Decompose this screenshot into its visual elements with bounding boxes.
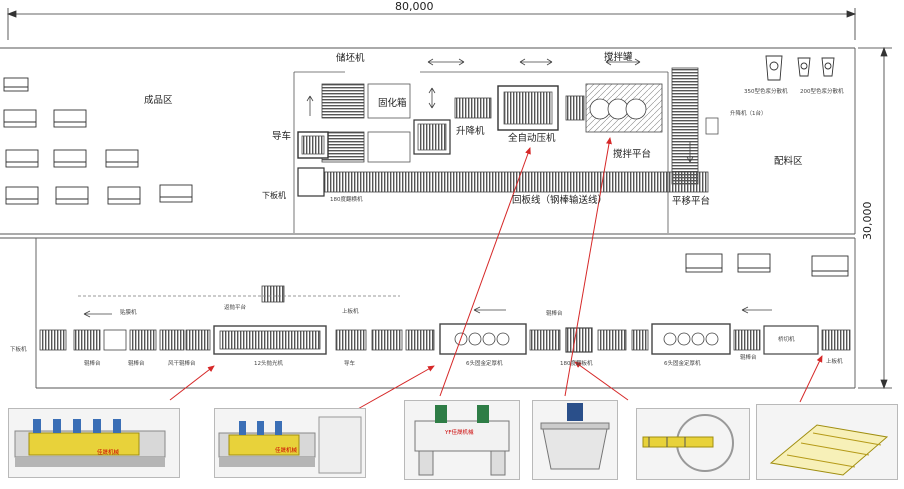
truck-icon bbox=[5, 186, 39, 205]
label-flip-180: 180度翻板机 bbox=[560, 361, 593, 367]
lower-hall bbox=[0, 237, 856, 389]
photo-brand-3: YF佳晟机械 bbox=[445, 430, 474, 436]
label-batching-area: 配料区 bbox=[774, 156, 803, 167]
label-mixing-tank: 搅拌罐 bbox=[604, 52, 633, 63]
dimension-height-label: 30,000 bbox=[861, 201, 874, 241]
red-pointer-arrows bbox=[169, 137, 823, 411]
truck-icon bbox=[5, 149, 39, 168]
label-dry-roller: 风干辊棒台 bbox=[168, 361, 196, 367]
label-disperser-200: 200型色浆分散机 bbox=[800, 89, 844, 95]
truck-icon bbox=[53, 109, 87, 128]
disperser-350-icon bbox=[765, 55, 783, 81]
truck-icon bbox=[159, 184, 193, 203]
label-calib-6b: 6头固金定厚机 bbox=[664, 361, 701, 367]
truck-icon bbox=[3, 77, 29, 92]
label-roller-1: 辊棒台 bbox=[84, 361, 101, 367]
finished-goods-trucks bbox=[3, 77, 193, 205]
label-storage-machine: 储坯机 bbox=[336, 53, 365, 64]
label-return-line: 回板线（钢棒输送线） bbox=[512, 195, 608, 206]
truck-icon bbox=[105, 149, 139, 168]
flow-arrow-icon bbox=[78, 295, 772, 318]
label-roller-4: 辊棒台 bbox=[740, 355, 757, 361]
truck-icon bbox=[53, 149, 87, 168]
label-load-board: 上板机 bbox=[342, 309, 359, 315]
dimension-width-label: 80,000 bbox=[395, 0, 434, 13]
label-guide-car: 导车 bbox=[272, 131, 292, 142]
dimension-height bbox=[858, 46, 892, 390]
label-shift-platform: 平移平台 bbox=[672, 196, 711, 207]
photo-polishing-machine: 佳晟机械 bbox=[8, 408, 180, 478]
label-load-right: 上板机 bbox=[826, 359, 843, 365]
label-polish-12: 12头抛光机 bbox=[254, 361, 283, 367]
label-auto-press: 全自动压机 bbox=[508, 133, 556, 144]
truck-icon bbox=[3, 109, 37, 128]
upper-hall bbox=[0, 47, 856, 235]
truck-icon bbox=[107, 186, 141, 205]
truck-icon bbox=[55, 186, 89, 205]
label-lift-1: 升降机（1台） bbox=[730, 111, 767, 117]
return-line-conveyor bbox=[297, 171, 709, 193]
label-guide-car-2: 导车 bbox=[344, 361, 356, 367]
label-roller-2: 辊棒台 bbox=[128, 361, 145, 367]
lower-trucks bbox=[685, 253, 849, 277]
photo-loading-machine bbox=[756, 404, 898, 480]
label-return-polish: 返抛平台 bbox=[224, 305, 247, 311]
main-production-line bbox=[39, 285, 851, 355]
photo-polishing-machine-2: 佳晟机械 bbox=[214, 408, 366, 478]
label-lower-board-top: 下板机 bbox=[262, 191, 286, 200]
label-roller-3: 辊棒台 bbox=[546, 311, 563, 317]
label-cross-180: 180度翻横机 bbox=[330, 197, 363, 203]
label-curing-box: 固化箱 bbox=[378, 98, 407, 109]
label-cut-machine: 桥切机 bbox=[778, 337, 795, 343]
disperser-200-icon bbox=[797, 57, 835, 77]
label-unload-left: 下板机 bbox=[10, 347, 27, 353]
truck-icon bbox=[737, 253, 771, 273]
dimension-width bbox=[6, 8, 857, 40]
production-zone bbox=[293, 67, 719, 233]
photo-flip-machine bbox=[636, 408, 750, 480]
label-calib-6a: 6头固金定厚机 bbox=[466, 361, 503, 367]
photo-calibrating-machine: YF佳晟机械 bbox=[404, 400, 520, 480]
label-mixing-platform: 搅拌平台 bbox=[613, 149, 652, 160]
unload-board-top bbox=[297, 167, 325, 197]
label-finished-area: 成品区 bbox=[144, 95, 173, 106]
label-lift-machine: 升降机 bbox=[456, 126, 485, 137]
photo-brand-1: 佳晟机械 bbox=[97, 450, 120, 456]
flow-arrow-icon bbox=[306, 58, 694, 163]
label-paste-machine: 贴膜机 bbox=[120, 310, 137, 316]
truck-icon bbox=[811, 255, 849, 277]
photo-brand-2: 佳晟机械 bbox=[275, 448, 298, 454]
photo-mixer bbox=[532, 400, 618, 480]
label-disperser-350: 350型色浆分散机 bbox=[744, 89, 788, 95]
truck-icon bbox=[685, 253, 723, 273]
